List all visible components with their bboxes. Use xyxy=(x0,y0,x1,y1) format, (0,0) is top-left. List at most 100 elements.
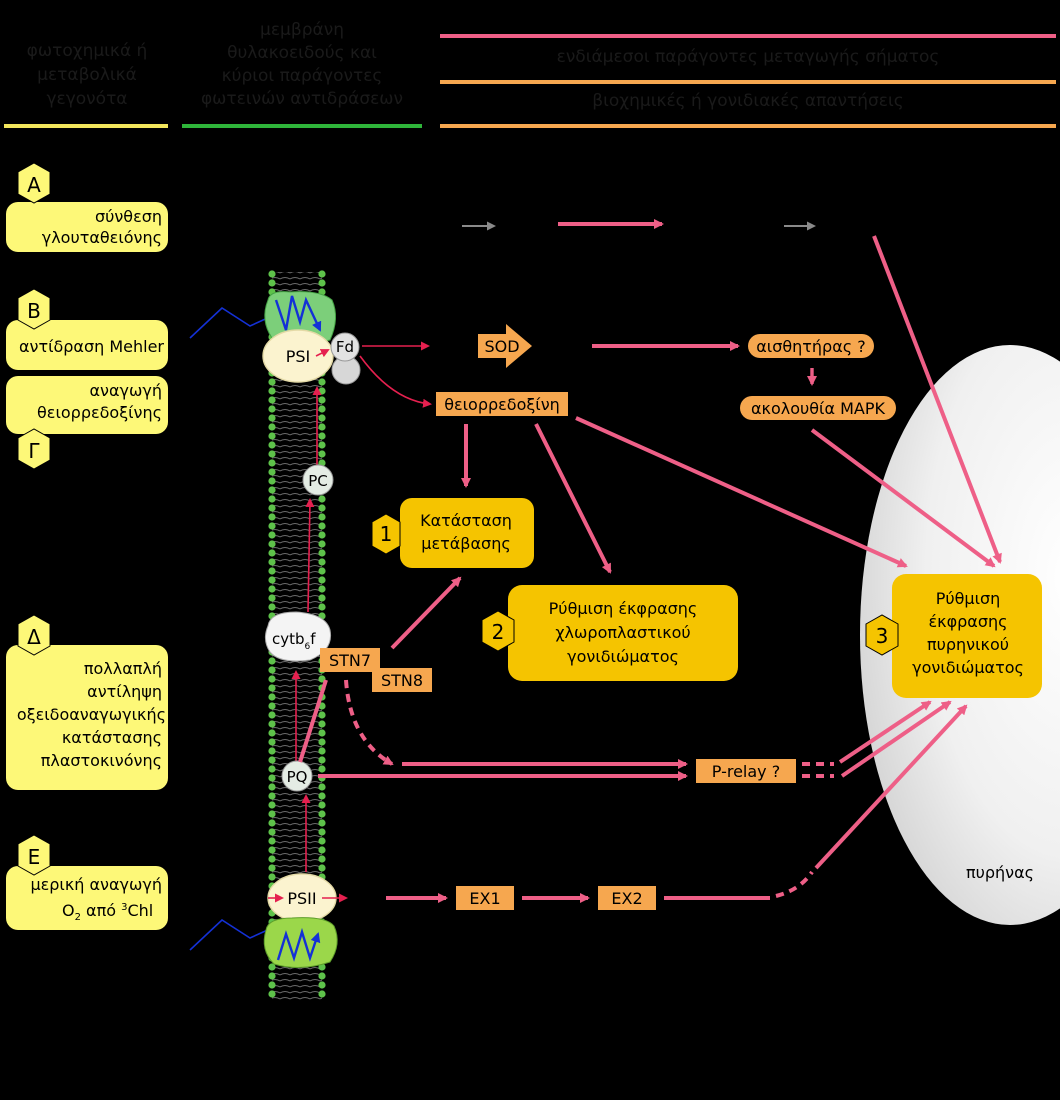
response-3-line3: πυρηνικού xyxy=(927,635,1009,654)
event-b-box xyxy=(6,320,168,370)
lipid-head xyxy=(318,738,326,746)
lipid-head xyxy=(268,720,276,728)
lipid-head xyxy=(268,423,276,431)
event-e-apo: από xyxy=(81,901,121,920)
event-d-line3: οξειδοαναγωγικής xyxy=(17,705,166,724)
lipid-heads-right xyxy=(318,270,326,998)
lipid-head xyxy=(318,864,326,872)
event-e-chl: Chl xyxy=(127,901,153,920)
lipid-head xyxy=(268,729,276,737)
lipid-head xyxy=(268,864,276,872)
header-col1-line2: μεταβολικά xyxy=(37,65,137,85)
response-1: 1 Κατάσταση μετάβασης xyxy=(371,498,534,568)
lipid-head xyxy=(318,756,326,764)
response-2-line3: γονιδιώματος xyxy=(567,647,679,666)
stn7-label: STN7 xyxy=(329,651,371,670)
event-g-letter: Γ xyxy=(28,439,40,463)
response-3-line1: Ρύθμιση xyxy=(936,589,1001,608)
lipid-head xyxy=(318,504,326,512)
header-col2-line2: θυλακοειδούς και xyxy=(227,43,377,63)
lipid-head xyxy=(268,801,276,809)
stn8-box xyxy=(372,668,432,692)
lipid-head xyxy=(318,603,326,611)
lipid-head xyxy=(318,594,326,602)
event-a-hexagon xyxy=(17,162,51,204)
lipid-head xyxy=(318,801,326,809)
cytb6f-end: f xyxy=(310,630,316,648)
header-col3: ενδιάμεσοι παράγοντες μεταγωγής σήματος … xyxy=(440,34,1056,128)
lipid-head xyxy=(268,738,276,746)
lipid-head xyxy=(268,495,276,503)
event-g-box xyxy=(6,376,168,434)
lipid-head xyxy=(268,963,276,971)
lipid-head xyxy=(318,450,326,458)
lipid-head xyxy=(268,432,276,440)
lipid-head xyxy=(318,405,326,413)
nucleus-label: πυρήνας xyxy=(966,863,1034,882)
event-e-line1: μερική αναγωγή xyxy=(30,875,162,894)
lipid-head xyxy=(318,522,326,530)
lipid-head xyxy=(318,819,326,827)
header-col2: μεμβράνη θυλακοειδούς και κύριοι παράγον… xyxy=(182,20,422,128)
event-d-letter: Δ xyxy=(27,625,41,649)
mapk-box xyxy=(740,396,896,420)
ex2-box xyxy=(598,886,656,910)
ex1-node: EX1 xyxy=(456,886,514,910)
trx-to-r2-arrow xyxy=(534,423,612,574)
header-col2-line3: κύριοι παράγοντες xyxy=(222,66,383,86)
ex1-box xyxy=(456,886,514,910)
lipid-head xyxy=(268,558,276,566)
event-e-o-sub: 2 xyxy=(75,912,81,923)
lipid-head xyxy=(268,657,276,665)
lipid-head xyxy=(318,855,326,863)
lipid-head xyxy=(268,603,276,611)
lipid-head xyxy=(318,414,326,422)
lipid-head xyxy=(318,990,326,998)
stn7-box xyxy=(320,648,380,672)
lipid-head xyxy=(318,270,326,278)
lipid-head xyxy=(318,846,326,854)
lipid-head xyxy=(268,531,276,539)
lipid-head xyxy=(268,756,276,764)
cytb6f-subscript: 6 xyxy=(305,642,311,652)
mapk-node: ακολουθία MAPK xyxy=(740,396,896,420)
response-1-box xyxy=(400,498,534,568)
sod-node: SOD xyxy=(478,324,532,368)
lipid-head xyxy=(318,810,326,818)
lipid-head xyxy=(268,702,276,710)
header-col3-top: ενδιάμεσοι παράγοντες μεταγωγής σήματος xyxy=(557,47,940,67)
ex2-to-nucleus-arrow xyxy=(814,704,968,870)
event-e-line2: O2 από 3Chl xyxy=(62,901,153,923)
event-d-line5: πλαστοκινόνης xyxy=(41,751,162,770)
lipid-head xyxy=(268,828,276,836)
lipid-head xyxy=(318,576,326,584)
sod-label: SOD xyxy=(484,337,519,356)
thioredoxin-label: θειορρεδοξίνη xyxy=(444,395,560,414)
prelay-box xyxy=(696,759,796,783)
ex2-dashed xyxy=(775,870,814,898)
psii-excitation-arrow xyxy=(276,927,321,962)
response-2-hexagon xyxy=(481,610,515,652)
psi-core xyxy=(262,329,334,383)
trx-to-r3-arrow xyxy=(575,416,908,568)
response-1-number: 1 xyxy=(380,522,393,546)
cytb6f-complex xyxy=(264,611,332,662)
lipid-head xyxy=(268,873,276,881)
pq-to-stn7-arrow xyxy=(298,679,328,763)
header-col1-line1: φωτοχημικά ή xyxy=(27,41,148,61)
lipid-head xyxy=(318,765,326,773)
mapk-to-nucleus-arrow xyxy=(810,428,996,568)
thioredoxin-box xyxy=(436,392,568,416)
lipid-head xyxy=(268,387,276,395)
sensor-label: αισθητήρας ? xyxy=(756,337,865,356)
response-1-hexagon xyxy=(371,513,401,555)
pq-label: PQ xyxy=(287,768,308,786)
lipid-head xyxy=(318,495,326,503)
prelay-to-nucleus-arrow-1 xyxy=(838,700,932,764)
lipid-head xyxy=(268,405,276,413)
event-d: Δ πολλαπλή αντίληψη οξειδοαναγωγικής κατ… xyxy=(6,614,168,790)
lipid-head xyxy=(268,774,276,782)
event-d-hexagon xyxy=(17,614,51,656)
response-3: 3 Ρύθμιση έκφρασης πυρηνικού γονιδιώματο… xyxy=(865,574,1042,698)
